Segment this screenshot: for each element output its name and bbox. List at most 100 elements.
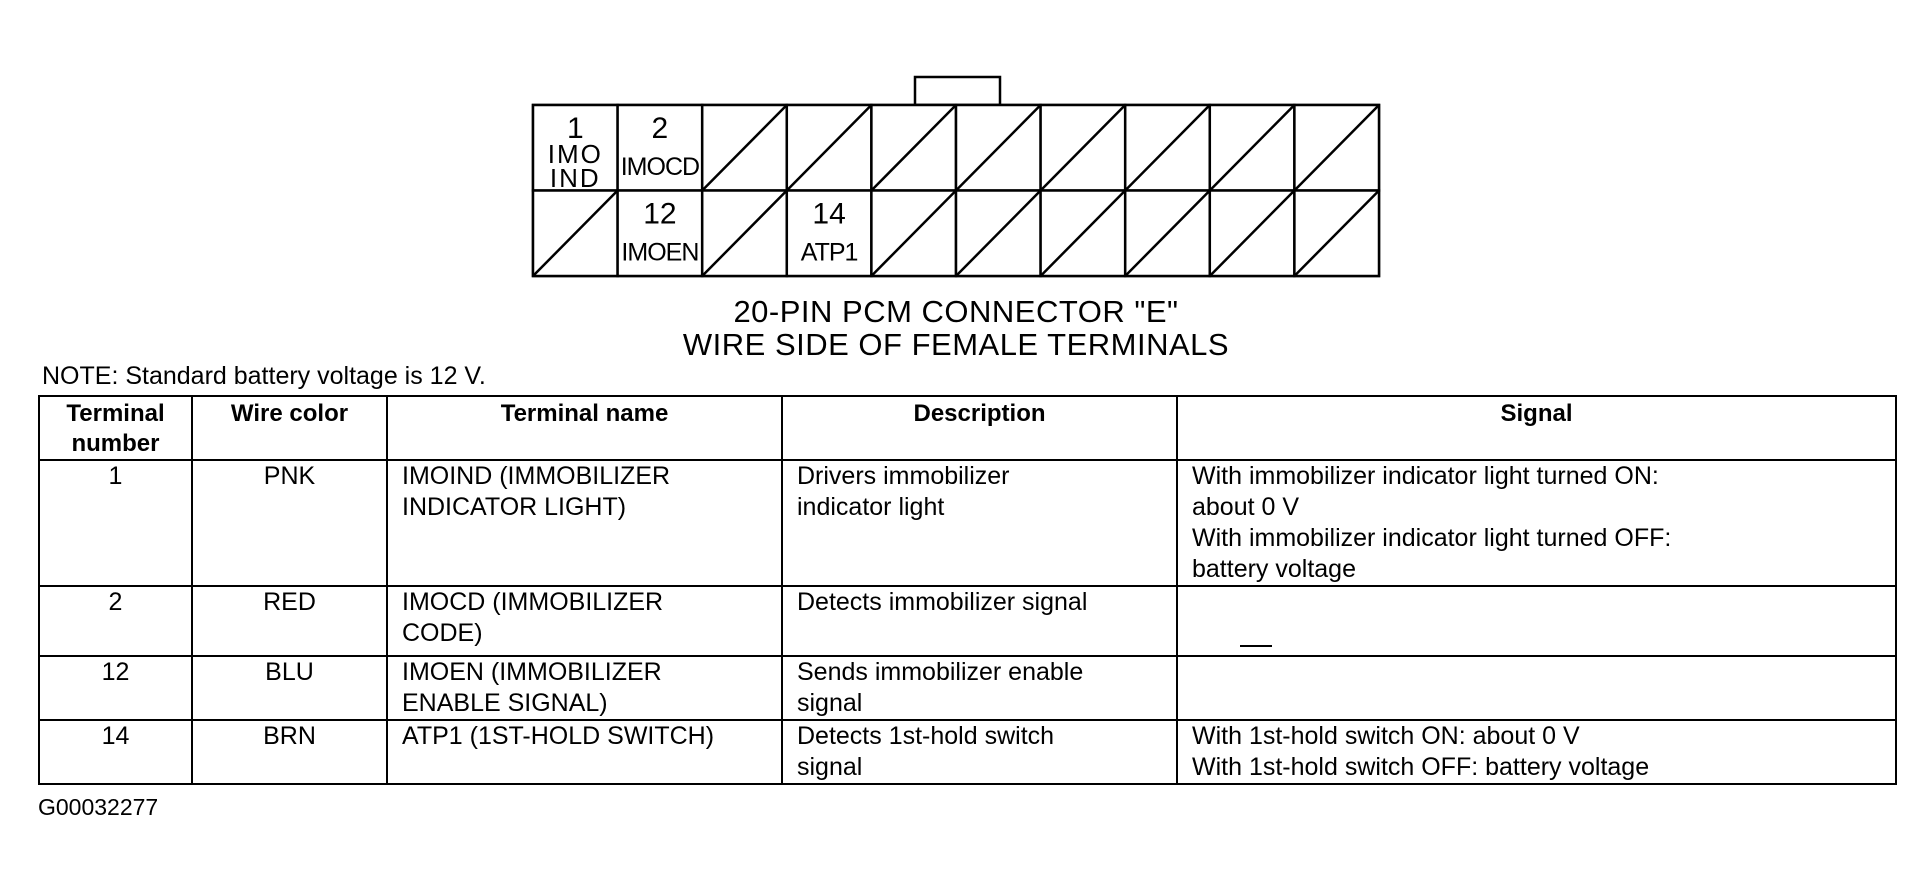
pin-signal-name: IND <box>550 163 601 193</box>
connector-caption-title: 20-PIN PCM CONNECTOR "E" <box>733 294 1179 329</box>
description-line: Detects 1st-hold switch <box>797 722 1055 750</box>
terminal-name-cell: IMOCD (IMMOBILIZER CODE) <box>386 585 783 657</box>
unused-pin-slash <box>1208 189 1296 277</box>
terminal-name-cell: IMOEN (IMMOBILIZER ENABLE SIGNAL) <box>386 655 783 721</box>
terminal-name-line: IMOIND (IMMOBILIZER <box>402 462 671 490</box>
unused-pin-cell <box>1293 189 1381 278</box>
unused-pin-cell <box>785 103 873 192</box>
signal-cell <box>1176 655 1897 721</box>
unused-pin-slash <box>785 104 873 192</box>
description-line: Sends immobilizer enable <box>797 658 1084 686</box>
terminal-name-line: ATP1 (1ST-HOLD SWITCH) <box>402 722 715 750</box>
signal-line: battery voltage <box>1192 555 1356 583</box>
unused-pin-slash <box>870 104 957 192</box>
unused-pin-slash <box>1124 104 1211 192</box>
unused-pin-slash <box>1039 189 1127 277</box>
unused-pin-cell <box>700 103 789 192</box>
description-cell: Drivers immobilizer indicator light <box>781 459 1178 587</box>
unused-pin-cell <box>1039 189 1127 278</box>
terminal-name-line: IMOCD (IMMOBILIZER <box>402 588 664 616</box>
header-description: Description <box>781 395 1178 461</box>
header-terminal-number-line2: number <box>71 430 160 457</box>
terminal-number-cell: 14 <box>38 719 193 785</box>
description-line: Drivers immobilizer <box>797 462 1010 490</box>
unused-pin-cell <box>700 189 789 278</box>
terminal-number-cell: 1 <box>38 459 193 587</box>
description-cell: Detects 1st-hold switch signal <box>781 719 1178 785</box>
pin-signal-name: IMOCD <box>621 153 699 181</box>
unused-pin-slash <box>1124 189 1211 277</box>
unused-pin-cell <box>1208 103 1296 192</box>
table-row: 1 PNK IMOIND (IMMOBILIZER INDICATOR LIGH… <box>38 459 1897 587</box>
pin-cell-border <box>785 189 873 278</box>
signal-cell: With immobilizer indicator light turned … <box>1176 459 1897 587</box>
pin-signal-name: IMOEN <box>621 239 698 267</box>
table-row: 2 RED IMOCD (IMMOBILIZER CODE) Detects i… <box>38 585 1897 657</box>
terminal-name-cell: ATP1 (1ST-HOLD SWITCH) <box>386 719 783 785</box>
description-line: indicator light <box>797 493 945 521</box>
description-line: signal <box>797 753 863 781</box>
wire-color-cell: BRN <box>191 719 388 785</box>
header-wire-color: Wire color <box>191 395 388 461</box>
unused-pin-slash <box>701 104 788 192</box>
unused-pin-cell <box>1039 103 1127 192</box>
signal-line: With 1st-hold switch ON: about 0 V <box>1192 722 1580 750</box>
table-header-row: Terminal number Wire color Terminal name… <box>38 395 1897 461</box>
header-terminal-number: Terminal number <box>38 395 193 461</box>
pin-signal-name: IMO <box>548 139 603 169</box>
pin-number: 14 <box>812 198 845 231</box>
description-cell: Sends immobilizer enable signal <box>781 655 1178 721</box>
signal-line: With 1st-hold switch OFF: battery voltag… <box>1192 753 1650 781</box>
signal-line: about 0 V <box>1192 493 1300 521</box>
terminal-table: Terminal number Wire color Terminal name… <box>38 395 1897 785</box>
unused-pin-slash <box>1293 189 1380 277</box>
terminal-name-line: CODE) <box>402 619 483 647</box>
unused-pin-slash <box>1039 104 1127 192</box>
unused-pin-cell <box>1293 103 1381 192</box>
terminal-name-line: INDICATOR LIGHT) <box>402 493 627 521</box>
table-row: 12 BLU IMOEN (IMMOBILIZER ENABLE SIGNAL)… <box>38 655 1897 721</box>
unused-pin-cell <box>954 103 1042 192</box>
empty-signal-dash <box>1240 645 1272 647</box>
unused-pin-slash <box>532 189 619 277</box>
unused-pin-cell <box>1123 103 1212 192</box>
unused-pin-cell <box>954 189 1042 278</box>
unused-pin-cell <box>1208 189 1296 278</box>
signal-line: With immobilizer indicator light turned … <box>1192 462 1659 490</box>
pin-number: 1 <box>567 112 584 145</box>
unused-pin-slash <box>870 189 957 277</box>
pin-signal-name: ATP1 <box>801 239 858 267</box>
description-line: Detects immobilizer signal <box>797 588 1088 616</box>
unused-pin-slash <box>1293 104 1380 192</box>
unused-pin-slash <box>701 189 788 277</box>
description-cell: Detects immobilizer signal <box>781 585 1178 657</box>
header-terminal-name: Terminal name <box>386 395 783 461</box>
pin-number: 12 <box>643 198 676 231</box>
description-line: signal <box>797 689 863 717</box>
table-row: 14 BRN ATP1 (1ST-HOLD SWITCH) Detects 1s… <box>38 719 1897 785</box>
connector-caption-subtitle: WIRE SIDE OF FEMALE TERMINALS <box>682 327 1230 362</box>
unused-pin-slash <box>1208 104 1296 192</box>
unused-pin-cell <box>870 103 958 192</box>
unused-pin-slash <box>955 104 1042 192</box>
pin-cell-border <box>616 189 704 278</box>
pin-number: 2 <box>652 112 669 145</box>
unused-pin-cell <box>1123 189 1212 278</box>
signal-cell: With 1st-hold switch ON: about 0 V With … <box>1176 719 1897 785</box>
battery-voltage-note: NOTE: Standard battery voltage is 12 V. <box>42 362 486 390</box>
terminal-number-cell: 12 <box>38 655 193 721</box>
unused-pin-slash <box>955 189 1042 277</box>
signal-line: With immobilizer indicator light turned … <box>1192 524 1672 552</box>
terminal-name-line: ENABLE SIGNAL) <box>402 689 608 717</box>
terminal-name-line: IMOEN (IMMOBILIZER <box>402 658 662 686</box>
connector-latch <box>913 75 1002 107</box>
header-signal: Signal <box>1176 395 1897 461</box>
signal-cell <box>1176 585 1897 657</box>
figure-id: G00032277 <box>38 794 159 820</box>
unused-pin-cell <box>870 189 958 278</box>
header-terminal-number-line1: Terminal <box>66 400 165 427</box>
